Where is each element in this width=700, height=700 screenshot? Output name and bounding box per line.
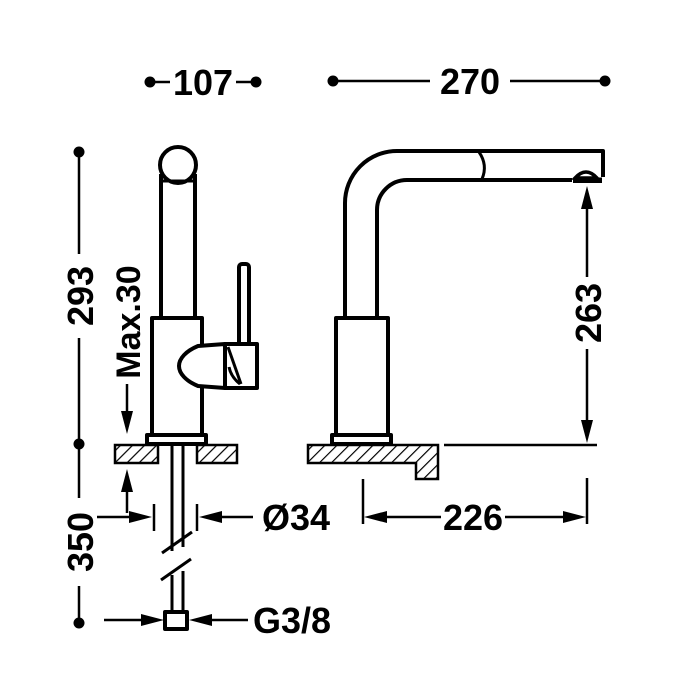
front-handle-pivot-curve [227, 366, 241, 386]
side-counter-section [306, 443, 440, 481]
dim-hole-diameter-label: Ø34 [262, 497, 330, 538]
dim-max-thickness-label: Max.30 [110, 265, 148, 378]
dim-mounting-hole-diameter: Ø34 [97, 497, 330, 538]
side-aerator-plate [573, 177, 602, 183]
dim-side-depth-label: 270 [440, 61, 500, 102]
dim-height-above-counter: 293 [60, 146, 101, 450]
front-handle-hub [177, 342, 227, 390]
dim-side-depth: 270 [327, 61, 611, 102]
dim-thread-label: G3/8 [253, 600, 331, 641]
faucet-front-view [113, 145, 259, 631]
front-counter-section-right [195, 443, 239, 465]
side-spout-inner-edge [375, 178, 572, 318]
faucet-side-view [306, 149, 605, 481]
front-handle-pivot-line [226, 346, 243, 385]
side-base-plate [330, 433, 393, 446]
front-base-plate [145, 433, 208, 446]
dim-height-label: 293 [60, 266, 101, 326]
dim-outlet-height-label: 263 [568, 283, 609, 343]
front-thread-fitting [163, 610, 189, 631]
dim-connection-thread: G3/8 [104, 600, 331, 641]
pipe-break-line-1 [161, 530, 193, 555]
front-spout-top-ring [158, 145, 198, 185]
side-spout-outer-edge [343, 149, 605, 318]
dim-spout-reach: 226 [361, 478, 589, 538]
front-supply-pipe [160, 444, 193, 612]
pipe-break-line-2 [160, 557, 192, 582]
dim-spout-outlet-height: 263 [444, 186, 609, 447]
dim-front-width-label: 107 [173, 62, 233, 103]
dim-max-counter-thickness: Max.30 [110, 265, 148, 513]
dim-spout-reach-label: 226 [443, 497, 503, 538]
front-counter-section-left [113, 443, 160, 465]
front-lever-rod [237, 262, 251, 350]
dim-front-width: 107 [144, 62, 262, 103]
side-pullout-joint-line [477, 151, 486, 180]
side-body [334, 316, 390, 437]
dim-pipe-length-label: 350 [60, 512, 101, 572]
side-aerator-dome [571, 170, 601, 180]
dim-supply-pipe-length: 350 [60, 449, 101, 629]
